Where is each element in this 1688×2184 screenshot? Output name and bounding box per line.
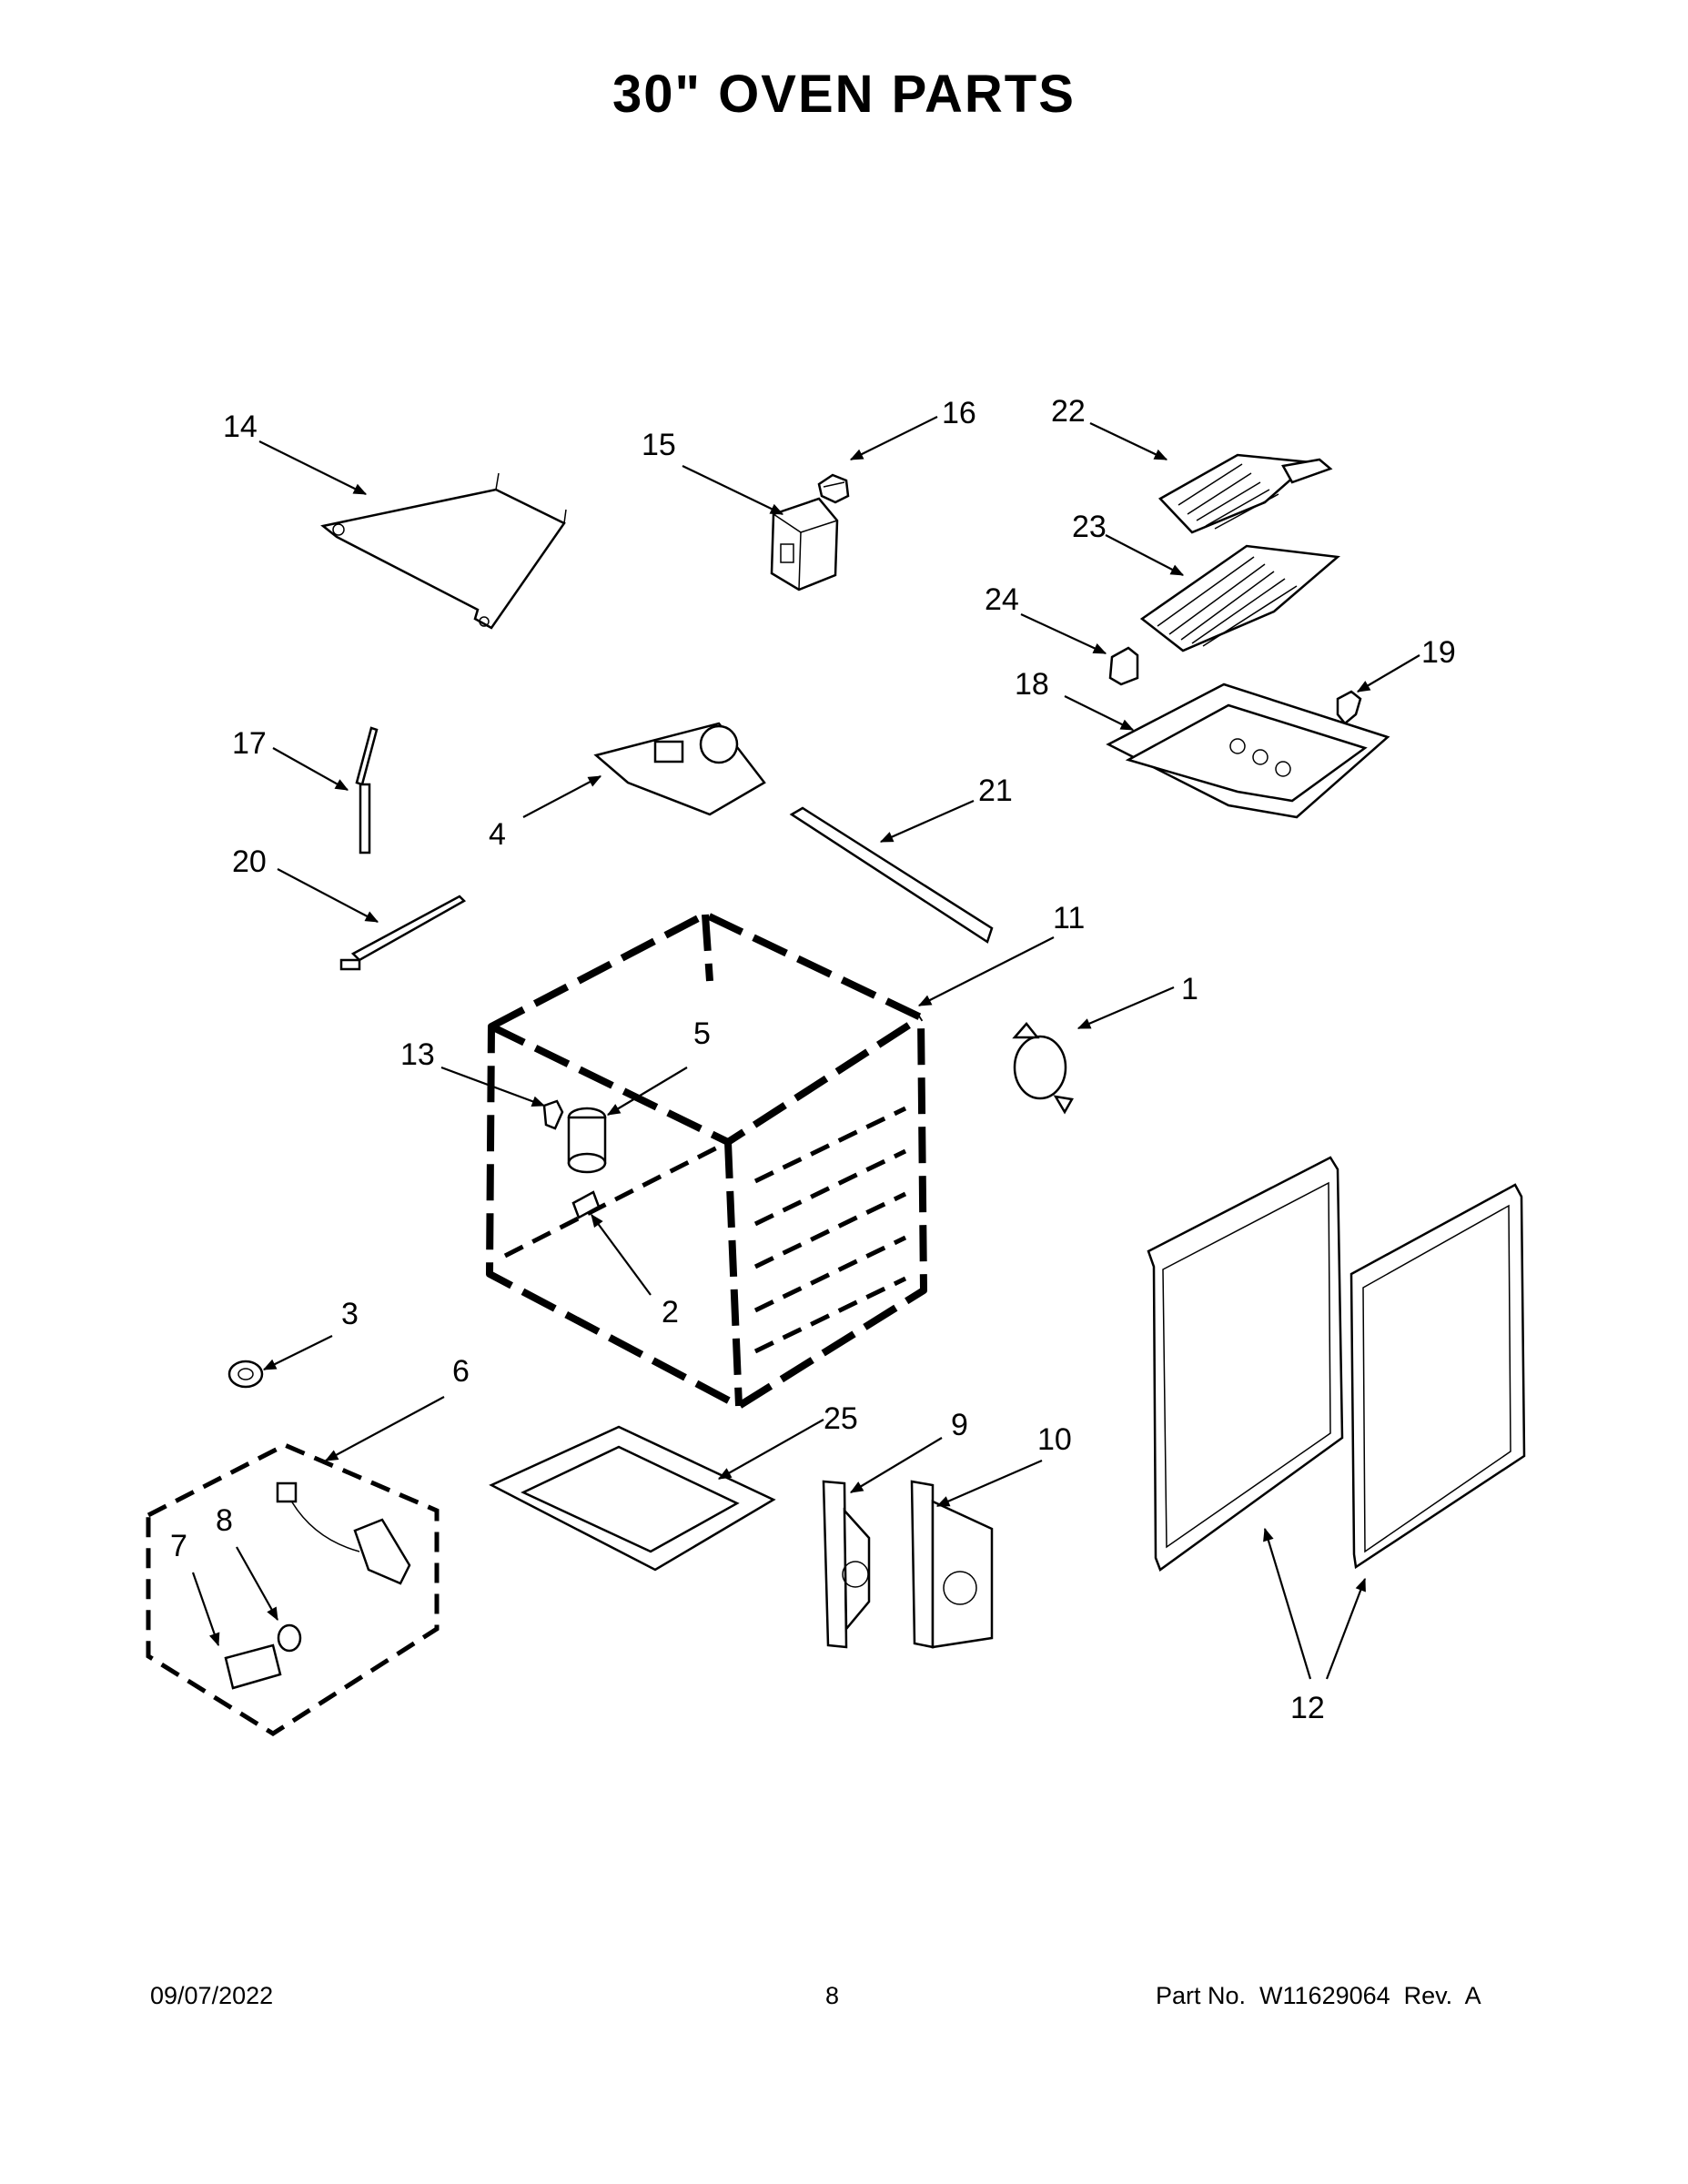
part-18-pan (1106, 682, 1390, 819)
part-6-light-kit (146, 1442, 440, 1736)
part-25-tray (489, 1425, 776, 1572)
part-17-sensor (355, 726, 379, 854)
part-3-button (227, 1360, 264, 1389)
part-15-box (770, 497, 839, 592)
part-13-screw (542, 1099, 564, 1130)
callout-16: 16 (942, 396, 976, 430)
part-4-controller (593, 722, 766, 816)
callout-3: 3 (341, 1297, 359, 1331)
part-2-clip (571, 1190, 601, 1219)
footer-page-number: 8 (825, 1982, 840, 2009)
part-24-clip (1108, 646, 1139, 686)
callout-8: 8 (216, 1503, 233, 1538)
callout-17: 17 (232, 726, 267, 761)
part-5-light-housing (567, 1107, 607, 1174)
callout-4: 4 (489, 817, 506, 852)
part-10-hinge (910, 1480, 994, 1649)
callout-23: 23 (1072, 510, 1107, 544)
part-21-rail (789, 806, 994, 944)
part-20-rod (339, 895, 467, 971)
part-14-bracket (320, 472, 567, 630)
part-8-bulb (277, 1623, 302, 1653)
callout-13: 13 (400, 1037, 435, 1072)
callout-1: 1 (1181, 972, 1198, 1006)
callout-12: 12 (1290, 1691, 1325, 1725)
callout-25: 25 (824, 1401, 858, 1436)
part-23-element (1139, 544, 1340, 652)
callout-10: 10 (1037, 1422, 1072, 1457)
leader-lines (191, 416, 1420, 1680)
part-7-lens (224, 1643, 282, 1690)
callout-24: 24 (985, 582, 1019, 617)
callout-11: 11 (1053, 901, 1085, 935)
part-19-screw (1336, 690, 1362, 725)
part-12-side-panel-left (1147, 1156, 1344, 1572)
callout-6: 6 (452, 1354, 470, 1389)
part-11-oven-cavity (486, 911, 927, 1410)
footer-date: 09/07/2022 (150, 1982, 274, 2009)
part-1-thermostat (1012, 1022, 1074, 1115)
callout-9: 9 (951, 1408, 968, 1442)
callout-2: 2 (662, 1295, 679, 1330)
page-title: 30" OVEN PARTS (612, 65, 1076, 124)
part-9-hinge (822, 1480, 871, 1649)
callout-19: 19 (1421, 635, 1456, 670)
callout-20: 20 (232, 844, 267, 879)
callout-labels: 1 2 3 4 5 6 7 8 9 10 11 12 13 14 15 16 1… (170, 394, 1456, 1725)
part-12-side-panel-right (1349, 1183, 1526, 1570)
callout-22: 22 (1051, 394, 1086, 429)
callout-21: 21 (978, 774, 1013, 808)
part-22-element (1157, 453, 1333, 534)
callout-5: 5 (693, 1016, 711, 1051)
callout-18: 18 (1015, 667, 1049, 702)
callout-14: 14 (223, 410, 258, 444)
callout-7: 7 (170, 1529, 187, 1563)
callout-15: 15 (642, 428, 676, 462)
part-16-screw (817, 473, 850, 504)
footer-part-number: Part No. W11629064 Rev. A (1156, 1982, 1481, 2009)
